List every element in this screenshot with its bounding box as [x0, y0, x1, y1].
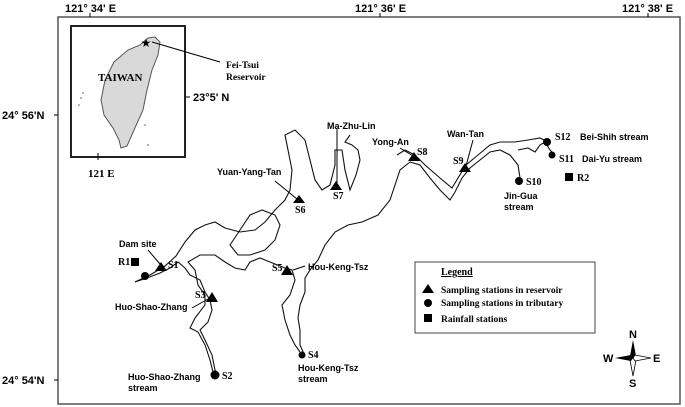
station-s1-tributary-circle[interactable] [141, 272, 149, 280]
station-s11-circle[interactable] [548, 151, 556, 159]
station-s1-triangle[interactable] [155, 262, 167, 271]
station-s12-circle[interactable] [543, 138, 551, 146]
hou-keng-tsz-stream-label-2: stream [298, 374, 328, 384]
lat-tick-54: 24° 54'N [2, 375, 45, 387]
legend-item-tributary: Sampling stations in tributary [441, 299, 563, 309]
reservoir-stations [155, 152, 471, 302]
station-s2-circle[interactable] [210, 370, 220, 380]
s1-id: S1 [168, 260, 179, 271]
hou-keng-tsz-stream-label-1: Hou-Keng-Tsz [298, 363, 359, 373]
taiwan-island [100, 36, 161, 149]
fei-tsui-label-2: Reservoir [226, 73, 266, 83]
station-s5-triangle[interactable] [281, 265, 293, 275]
jin-gua-label-2: stream [504, 202, 534, 212]
lat-tick-56: 24° 56'N [2, 110, 45, 122]
dam-site-label: Dam site [119, 239, 157, 249]
s9-id: S9 [453, 156, 464, 167]
inset-lon-label: 121 E [88, 168, 115, 180]
s6-id: S6 [295, 205, 306, 216]
taiwan-label: TAIWAN [98, 72, 142, 84]
station-s4-circle[interactable] [298, 351, 306, 359]
star-icon: ★ [141, 36, 152, 50]
rainfall-r1-square[interactable] [131, 258, 139, 266]
station-s8-triangle[interactable] [408, 152, 420, 161]
s8-id: S8 [417, 147, 428, 158]
legend-item-rainfall: Rainfall stations [441, 315, 508, 325]
s5-id: S5 [272, 263, 283, 274]
compass-s: S [629, 378, 636, 390]
jin-gua-label-1: Jin-Gua [504, 191, 538, 201]
tributary-stations [141, 138, 556, 380]
s2-id: S2 [222, 371, 233, 382]
yong-an-label: Yong-An [372, 137, 409, 147]
compass-n: N [629, 329, 637, 341]
bei-shih-label: Bei-Shih stream [580, 132, 649, 142]
dai-yu-label: Dai-Yu stream [582, 154, 642, 164]
s10-id: S10 [526, 177, 542, 188]
station-s7-triangle[interactable] [330, 181, 342, 190]
r2-id: R2 [577, 173, 589, 184]
station-s6-triangle[interactable] [293, 195, 305, 203]
lon-tick-38: 121° 38' E [622, 3, 673, 15]
s4-id: S4 [308, 350, 319, 361]
huo-shao-zhang-stream-label-1: Huo-Shao-Zhang [128, 372, 201, 382]
legend-circle-icon [424, 299, 432, 307]
fei-tsui-label-1: Fei-Tsui [226, 61, 259, 71]
station-s10-circle[interactable] [515, 177, 523, 185]
legend-title: Legend [441, 267, 473, 278]
inset-lat-label: 23°5' N [193, 92, 229, 104]
s7-id: S7 [333, 191, 344, 202]
huo-shao-zhang-label: Huo-Shao-Zhang [115, 302, 188, 312]
yuan-yang-tan-label: Yuan-Yang-Tan [217, 167, 281, 177]
compass-rose-icon: N S E W [603, 329, 660, 390]
legend-triangle-icon [422, 284, 434, 293]
wan-tan-label: Wan-Tan [447, 129, 484, 139]
s12-id: S12 [555, 132, 571, 143]
lon-tick-36: 121° 36' E [355, 3, 406, 15]
station-s9-triangle[interactable] [459, 163, 471, 172]
compass-w: W [603, 353, 614, 365]
huo-shao-zhang-stream-label-2: stream [128, 383, 158, 393]
leader-lines [147, 128, 474, 309]
lon-tick-34: 121° 34' E [65, 3, 116, 15]
hou-keng-tsz-label: Hou-Keng-Tsz [308, 262, 369, 272]
s11-id: S11 [559, 154, 574, 165]
station-s3-triangle[interactable] [206, 292, 218, 302]
taiwan-inset: ★ TAIWAN Fei-Tsui Reservoir 23°5' N 121 … [70, 25, 266, 180]
legend-square-icon [424, 314, 432, 322]
ma-zhu-lin-label: Ma-Zhu-Lin [327, 121, 376, 131]
legend-item-reservoir: Sampling stations in reservoir [441, 286, 563, 296]
r1-id: R1 [118, 257, 130, 268]
legend: Legend Sampling stations in reservoir Sa… [414, 261, 596, 334]
s3-id: S3 [195, 290, 206, 301]
compass-e: E [653, 353, 660, 365]
rainfall-r2-square[interactable] [565, 173, 573, 181]
